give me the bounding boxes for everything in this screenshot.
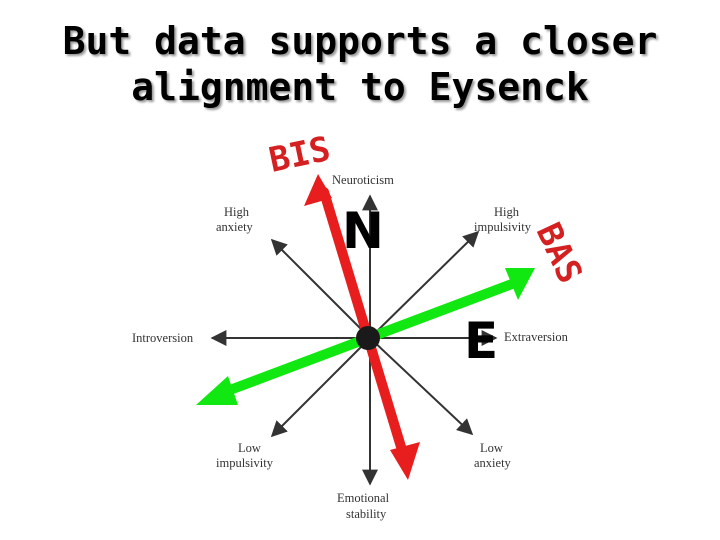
red-arrow (304, 174, 420, 480)
label-extraversion: Extraversion (504, 330, 569, 344)
label-bas: BAS (528, 217, 590, 290)
letter-n: N (342, 202, 384, 260)
green-arrowhead-left (196, 376, 238, 405)
letter-e: E (464, 312, 498, 370)
label-high-impulsivity-1: High (494, 205, 520, 219)
label-high-impulsivity-2: impulsivity (474, 220, 532, 234)
label-bis: BIS (266, 129, 334, 181)
label-low-anxiety-1: Low (480, 441, 503, 455)
label-high-anxiety-2: anxiety (216, 220, 254, 234)
label-introversion: Introversion (132, 331, 194, 345)
center-dot (356, 326, 380, 350)
label-low-anxiety-2: anxiety (474, 456, 512, 470)
label-low-impulsivity-2: impulsivity (216, 456, 274, 470)
title-line-2: alignment to Eysenck (131, 65, 589, 109)
label-low-impulsivity-1: Low (238, 441, 261, 455)
red-arrowhead-up (304, 174, 332, 206)
axis-diag-high-anxiety (270, 238, 371, 339)
green-arrowhead-right (505, 268, 535, 300)
axes (210, 194, 498, 486)
label-neuroticism: Neuroticism (332, 173, 394, 187)
label-emotional-stability-2: stability (346, 507, 387, 521)
label-emotional-stability-1: Emotional (337, 491, 390, 505)
axis-diag-low-anxiety (369, 337, 474, 436)
axis-diag-high-impulsivity (369, 230, 480, 339)
red-arrowhead-down (390, 442, 420, 480)
title-line-1: But data supports a closer (62, 19, 658, 63)
label-high-anxiety-1: High (224, 205, 250, 219)
slide-title: But data supports a closer alignment to … (0, 18, 720, 110)
axis-diag-low-impulsivity (270, 337, 371, 438)
